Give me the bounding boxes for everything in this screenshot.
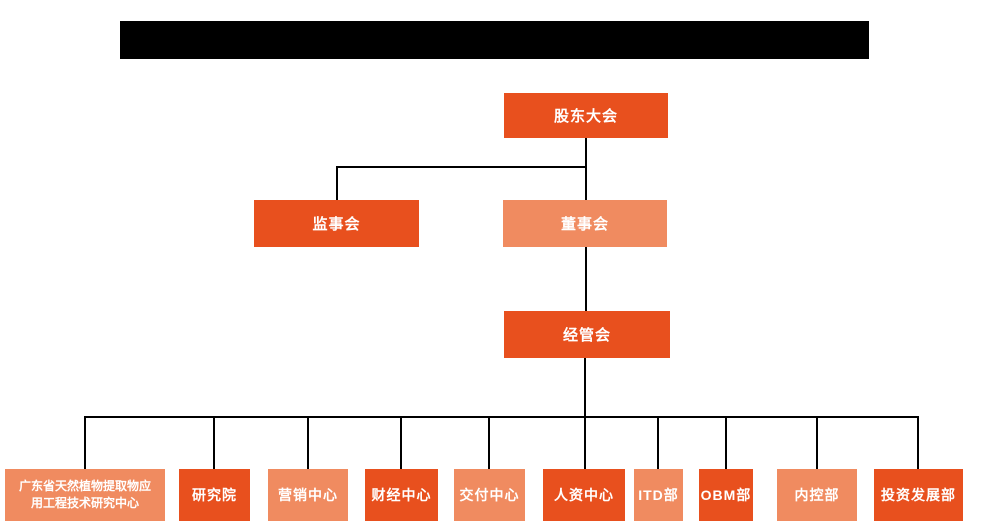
connector-drop-dept7	[725, 416, 727, 469]
connector-drop-dept6	[657, 416, 659, 469]
node-label: ITD部	[638, 487, 679, 503]
connector-drop-dept9	[917, 416, 919, 469]
connector-drop-dept0	[84, 416, 86, 469]
node-label-line2: 用工程技术研究中心	[30, 496, 139, 510]
node-label: 监事会	[312, 216, 361, 233]
connector-to-supervisors	[336, 166, 338, 200]
node-dept-hr-center: 人资中心	[543, 469, 625, 521]
node-label: 财经中心	[371, 487, 432, 503]
node-label: 董事会	[560, 216, 609, 233]
node-label: 经管会	[562, 327, 611, 344]
connector-drop-dept1	[213, 416, 215, 469]
connector-department-bus	[84, 416, 919, 418]
node-label: 研究院	[192, 487, 237, 503]
connector-root-to-row2	[585, 138, 587, 200]
node-dept-internal-control: 内控部	[777, 469, 857, 521]
node-label-line1: 广东省天然植物提取物应	[18, 478, 151, 493]
node-label: 营销中心	[278, 487, 338, 503]
node-dept-itd: ITD部	[634, 469, 683, 521]
node-label: 内控部	[794, 487, 840, 503]
node-dept-obm: OBM部	[699, 469, 753, 521]
connector-drop-dept4	[488, 416, 490, 469]
connector-drop-dept3	[400, 416, 402, 469]
connector-directors-to-management	[585, 247, 587, 311]
redacted-title-bar	[120, 21, 869, 59]
node-dept-marketing-center: 营销中心	[268, 469, 348, 521]
connector-management-to-bus	[584, 358, 586, 469]
node-dept-finance-center: 财经中心	[365, 469, 438, 521]
node-label: 投资发展部	[881, 487, 956, 503]
node-dept-research-center: 广东省天然植物提取物应 用工程技术研究中心	[5, 469, 165, 521]
node-label: 人资中心	[554, 487, 614, 503]
connector-drop-dept2	[307, 416, 309, 469]
node-board-of-directors: 董事会	[503, 200, 667, 247]
node-dept-delivery-center: 交付中心	[454, 469, 525, 521]
node-management-committee: 经管会	[504, 311, 670, 358]
node-label: 股东大会	[553, 108, 618, 125]
node-dept-research-institute: 研究院	[179, 469, 250, 521]
node-board-of-supervisors: 监事会	[254, 200, 419, 247]
connector-drop-dept8	[816, 416, 818, 469]
node-shareholders-meeting: 股东大会	[504, 93, 668, 138]
connector-row2-branch	[336, 166, 586, 168]
node-dept-investment-development: 投资发展部	[874, 469, 963, 521]
node-label: 交付中心	[459, 487, 520, 503]
node-label: OBM部	[700, 487, 752, 503]
